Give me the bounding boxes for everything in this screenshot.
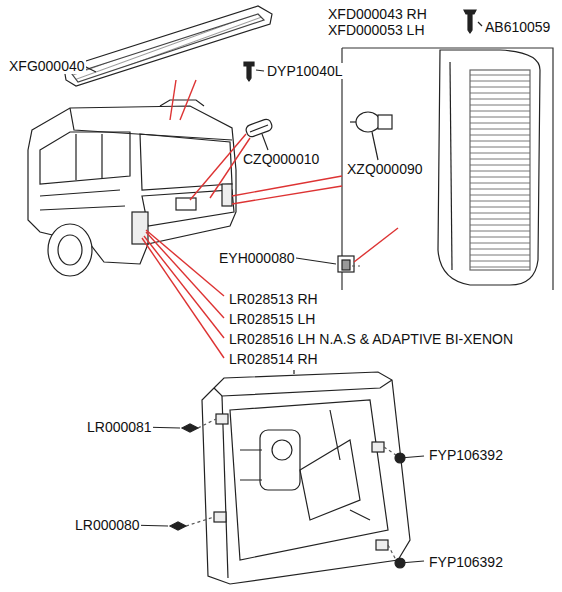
part-number: FYP106392 bbox=[428, 554, 504, 570]
drawing-stroke bbox=[202, 372, 410, 584]
part-number: XZQ000090 bbox=[346, 161, 424, 177]
part-number: LR000081 bbox=[86, 419, 153, 435]
drawing-stroke bbox=[58, 235, 82, 265]
drawing-stroke bbox=[142, 238, 224, 358]
drawing-stroke bbox=[372, 442, 384, 452]
clip bbox=[182, 424, 198, 432]
drawing-stroke bbox=[341, 48, 342, 290]
drawing-stroke bbox=[388, 545, 396, 560]
part-number: DYP10040L bbox=[266, 63, 344, 79]
part-number: CZQ000010 bbox=[242, 151, 320, 167]
drawing-stroke bbox=[132, 212, 148, 244]
screw bbox=[244, 62, 254, 81]
drawing-stroke bbox=[352, 265, 360, 266]
screw bbox=[395, 558, 424, 568]
drawing-stroke bbox=[222, 184, 232, 206]
leader-line bbox=[142, 80, 398, 358]
drawing-stroke bbox=[232, 186, 342, 204]
bulb bbox=[245, 118, 274, 138]
drawing-stroke bbox=[76, 134, 102, 180]
drawing-stroke bbox=[190, 134, 246, 200]
drawing-stroke bbox=[330, 410, 370, 520]
drawing-stroke bbox=[262, 134, 268, 150]
drawing-stroke bbox=[214, 512, 226, 522]
drawing-stroke bbox=[342, 48, 553, 290]
drawing-stroke bbox=[400, 456, 424, 458]
drawing-stroke bbox=[244, 62, 254, 81]
drawing-stroke bbox=[250, 125, 268, 132]
drawing-stroke bbox=[350, 121, 356, 122]
drawing-stroke bbox=[48, 224, 92, 276]
screw bbox=[464, 10, 476, 33]
drawing-stroke bbox=[180, 80, 196, 120]
part-number: XFD000043 RH bbox=[327, 6, 428, 22]
part-number: LR028516 LH N.A.S & ADAPTIVE BI-XENON bbox=[228, 331, 514, 347]
drawing-stroke bbox=[240, 450, 262, 480]
drawing-stroke bbox=[354, 228, 398, 262]
drawing-stroke bbox=[214, 380, 392, 396]
clip bbox=[170, 522, 186, 530]
screw bbox=[395, 453, 424, 463]
drawing-stroke bbox=[72, 14, 264, 82]
grommet bbox=[338, 256, 354, 272]
part-number: XFD000053 LH bbox=[327, 22, 426, 38]
drawing-stroke bbox=[470, 70, 530, 270]
drawing-stroke bbox=[216, 414, 228, 424]
part-number: LR028513 RH bbox=[228, 291, 319, 307]
drawing-stroke bbox=[140, 134, 232, 190]
part-number: XFG000040 bbox=[8, 58, 86, 74]
drawing-stroke bbox=[84, 66, 96, 72]
drawing-stroke bbox=[245, 118, 274, 138]
drawing-stroke bbox=[28, 6, 553, 584]
drawing-stroke bbox=[272, 440, 292, 460]
drawing-stroke bbox=[40, 190, 125, 210]
drawing-stroke bbox=[176, 198, 196, 210]
bulb bbox=[350, 112, 392, 132]
leader-line bbox=[84, 22, 482, 526]
drawing-stroke bbox=[40, 132, 130, 184]
drawing-stroke bbox=[170, 80, 176, 120]
drawing-stroke bbox=[378, 115, 392, 129]
drawing-stroke bbox=[400, 561, 424, 563]
drawing-stroke bbox=[232, 176, 342, 196]
drawing-stroke bbox=[230, 400, 388, 560]
drawing-stroke bbox=[146, 230, 224, 296]
drawing-stroke bbox=[293, 370, 294, 374]
drawing-stroke bbox=[260, 430, 300, 490]
part-number: LR028515 LH bbox=[228, 311, 316, 327]
drawing-stroke bbox=[170, 522, 186, 530]
part-number: AB610059 bbox=[484, 19, 551, 35]
part-number: LR028514 RH bbox=[228, 351, 319, 367]
drawing-stroke bbox=[438, 50, 540, 285]
drawing-stroke bbox=[372, 132, 378, 160]
drawing-stroke bbox=[64, 6, 272, 86]
part-number: EYH000080 bbox=[218, 250, 296, 266]
rear-lamp bbox=[202, 372, 410, 584]
part-number: FYP106392 bbox=[428, 447, 504, 463]
drawing-stroke bbox=[300, 440, 360, 520]
drawing-stroke bbox=[450, 62, 452, 270]
drawing-stroke bbox=[256, 70, 264, 71]
drawing-stroke bbox=[210, 138, 250, 198]
vehicle bbox=[28, 100, 236, 276]
drawing-stroke bbox=[182, 424, 198, 432]
part-number: LR000080 bbox=[74, 517, 141, 533]
drawing-stroke bbox=[338, 256, 354, 272]
drawing-stroke bbox=[384, 447, 396, 455]
drawing-stroke bbox=[296, 258, 336, 264]
side-lamp bbox=[438, 50, 540, 285]
drawing-stroke bbox=[144, 236, 224, 338]
drawing-stroke bbox=[198, 419, 216, 428]
drawing-stroke bbox=[142, 190, 234, 226]
drawing-stroke bbox=[356, 112, 380, 132]
drawing-stroke bbox=[146, 232, 224, 318]
drawing-stroke bbox=[376, 540, 388, 550]
spoiler bbox=[64, 6, 272, 86]
drawing-stroke bbox=[478, 22, 482, 26]
drawing-stroke bbox=[186, 517, 214, 526]
drawing-stroke bbox=[342, 260, 350, 270]
drawing-stroke bbox=[160, 100, 204, 106]
drawing-stroke bbox=[464, 10, 476, 33]
